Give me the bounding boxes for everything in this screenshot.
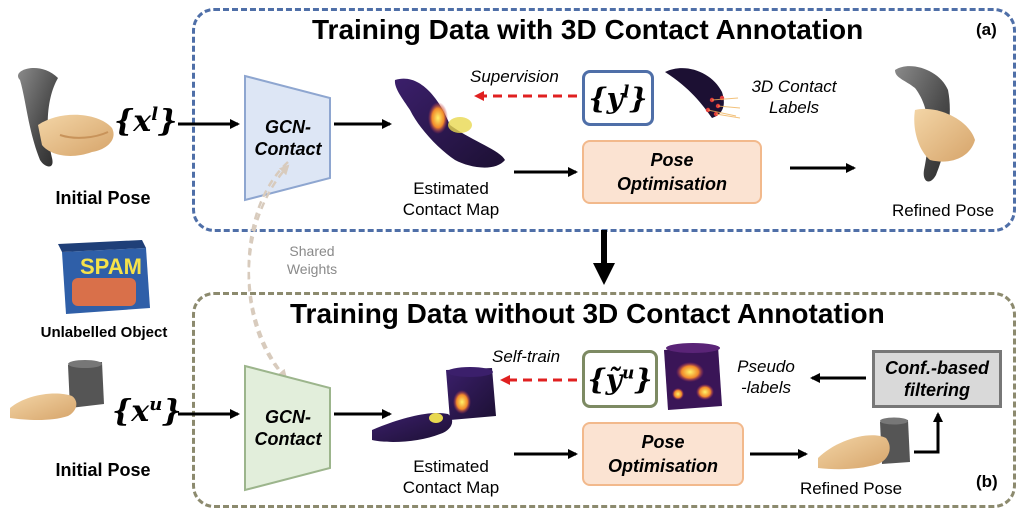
initial-pose-image-b xyxy=(10,360,104,420)
gcn-label-a: GCN-Contact xyxy=(254,117,322,159)
self-train-label: Self-train xyxy=(492,347,561,366)
can-brand-text: SPAM xyxy=(80,254,142,279)
input-set-b: {xu} xyxy=(112,394,182,429)
pseudo-labels-caption: Pseudo-labels xyxy=(737,357,795,397)
pseudo-label-image xyxy=(664,343,722,410)
refined-pose-label-a: Refined Pose xyxy=(891,201,995,220)
supervision-label: Supervision xyxy=(470,67,559,86)
refined-pose-image-b xyxy=(818,417,910,470)
arrow-refined-to-filter xyxy=(914,412,943,454)
panel-a-tag: (a) xyxy=(976,20,997,39)
shared-weights-arrow-up xyxy=(247,164,290,379)
panel-a-title: Training Data with 3D Contact Annotation xyxy=(312,14,864,45)
input-set-a: {xl} xyxy=(114,104,178,139)
contact-labels-image xyxy=(665,68,741,119)
refined-pose-label-b: Refined Pose xyxy=(799,479,903,498)
unlabelled-object-image: SPAM xyxy=(58,240,150,314)
pseudo-label-box: {ỹu} xyxy=(582,350,658,408)
initial-pose-label-a: Initial Pose xyxy=(55,188,151,208)
estimated-contact-map-a xyxy=(394,78,505,168)
gcn-label-b: GCN-Contact xyxy=(254,407,322,449)
panel-b-tag: (b) xyxy=(976,472,998,491)
estimated-contact-map-b xyxy=(372,367,496,442)
ground-truth-label-box: {yl} xyxy=(582,70,654,126)
panel-b-title: Training Data without 3D Contact Annotat… xyxy=(290,298,885,329)
panel-b-unlabelled xyxy=(192,292,1016,508)
refined-pose-image-a xyxy=(895,66,975,182)
gcn-contact-block-b xyxy=(244,364,331,492)
gcn-contact-block-a xyxy=(244,74,331,202)
unlabelled-object-label: Unlabelled Object xyxy=(40,324,168,341)
initial-pose-image-a xyxy=(18,68,114,167)
initial-pose-label-b: Initial Pose xyxy=(55,460,151,480)
